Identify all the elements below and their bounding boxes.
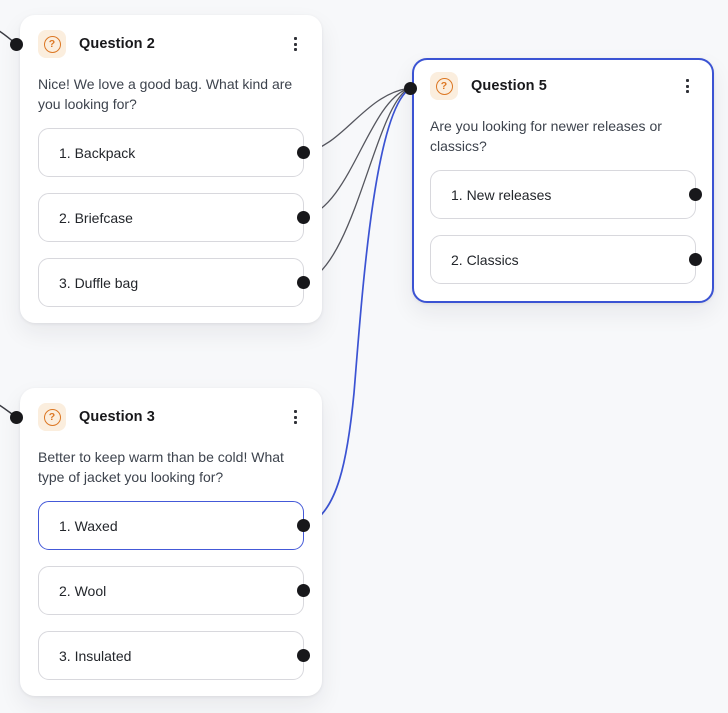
kebab-menu-icon[interactable] bbox=[286, 407, 304, 427]
kebab-menu-icon[interactable] bbox=[286, 34, 304, 54]
question-type-icon: ? bbox=[430, 72, 458, 100]
options-list: 1. New releases 2. Classics bbox=[430, 170, 702, 284]
output-port[interactable] bbox=[297, 649, 310, 662]
option-label: 1. Backpack bbox=[59, 144, 136, 161]
node-question-5[interactable]: ? Question 5 Are you looking for newer r… bbox=[403, 58, 714, 303]
option-label: 3. Insulated bbox=[59, 647, 132, 664]
question-mark-icon: ? bbox=[435, 77, 453, 95]
kebab-menu-icon[interactable] bbox=[678, 76, 696, 96]
option-classics[interactable]: 2. Classics bbox=[430, 235, 702, 284]
edge-q3-waxed-to-q5-selected[interactable] bbox=[303, 89, 409, 527]
node-title: Question 5 bbox=[471, 78, 547, 94]
question-text: Better to keep warm than be cold! What t… bbox=[38, 449, 284, 485]
node-question-3[interactable]: ? Question 3 Better to keep warm than be… bbox=[9, 388, 322, 696]
option-label: 3. Duffle bag bbox=[59, 274, 139, 291]
output-port[interactable] bbox=[297, 276, 310, 289]
input-port[interactable] bbox=[9, 37, 23, 51]
output-port[interactable] bbox=[689, 253, 702, 266]
input-port[interactable] bbox=[9, 410, 23, 424]
question-text: Are you looking for newer releases or cl… bbox=[430, 118, 662, 154]
node-header: ? Question 5 bbox=[430, 72, 696, 100]
options-list: 1. Waxed 2. Wool 3. Insulated bbox=[38, 501, 310, 680]
output-port[interactable] bbox=[297, 146, 310, 159]
question-text: Nice! We love a good bag. What kind are … bbox=[38, 76, 293, 112]
question-type-icon: ? bbox=[38, 403, 66, 431]
question-mark-icon: ? bbox=[43, 408, 61, 426]
option-label: 2. Classics bbox=[451, 251, 519, 268]
option-label: 1. Waxed bbox=[59, 517, 118, 534]
output-port[interactable] bbox=[297, 519, 310, 532]
option-wool[interactable]: 2. Wool bbox=[38, 566, 310, 615]
output-port[interactable] bbox=[297, 211, 310, 224]
node-question-2[interactable]: ? Question 2 Nice! We love a good bag. W… bbox=[9, 15, 322, 323]
option-label: 2. Briefcase bbox=[59, 209, 133, 226]
question-mark-icon: ? bbox=[43, 35, 61, 53]
option-briefcase[interactable]: 2. Briefcase bbox=[38, 193, 310, 242]
output-port[interactable] bbox=[689, 188, 702, 201]
question-type-icon: ? bbox=[38, 30, 66, 58]
option-waxed[interactable]: 1. Waxed bbox=[38, 501, 310, 550]
option-backpack[interactable]: 1. Backpack bbox=[38, 128, 310, 177]
node-header: ? Question 3 bbox=[38, 403, 304, 431]
output-port[interactable] bbox=[297, 584, 310, 597]
options-list: 1. Backpack 2. Briefcase 3. Duffle bag bbox=[38, 128, 310, 307]
option-duffle-bag[interactable]: 3. Duffle bag bbox=[38, 258, 310, 307]
option-insulated[interactable]: 3. Insulated bbox=[38, 631, 310, 680]
option-label: 2. Wool bbox=[59, 582, 107, 599]
node-title: Question 2 bbox=[79, 36, 155, 52]
node-header: ? Question 2 bbox=[38, 30, 304, 58]
option-label: 1. New releases bbox=[451, 186, 552, 203]
node-title: Question 3 bbox=[79, 409, 155, 425]
input-port[interactable] bbox=[403, 81, 417, 95]
option-new-releases[interactable]: 1. New releases bbox=[430, 170, 702, 219]
